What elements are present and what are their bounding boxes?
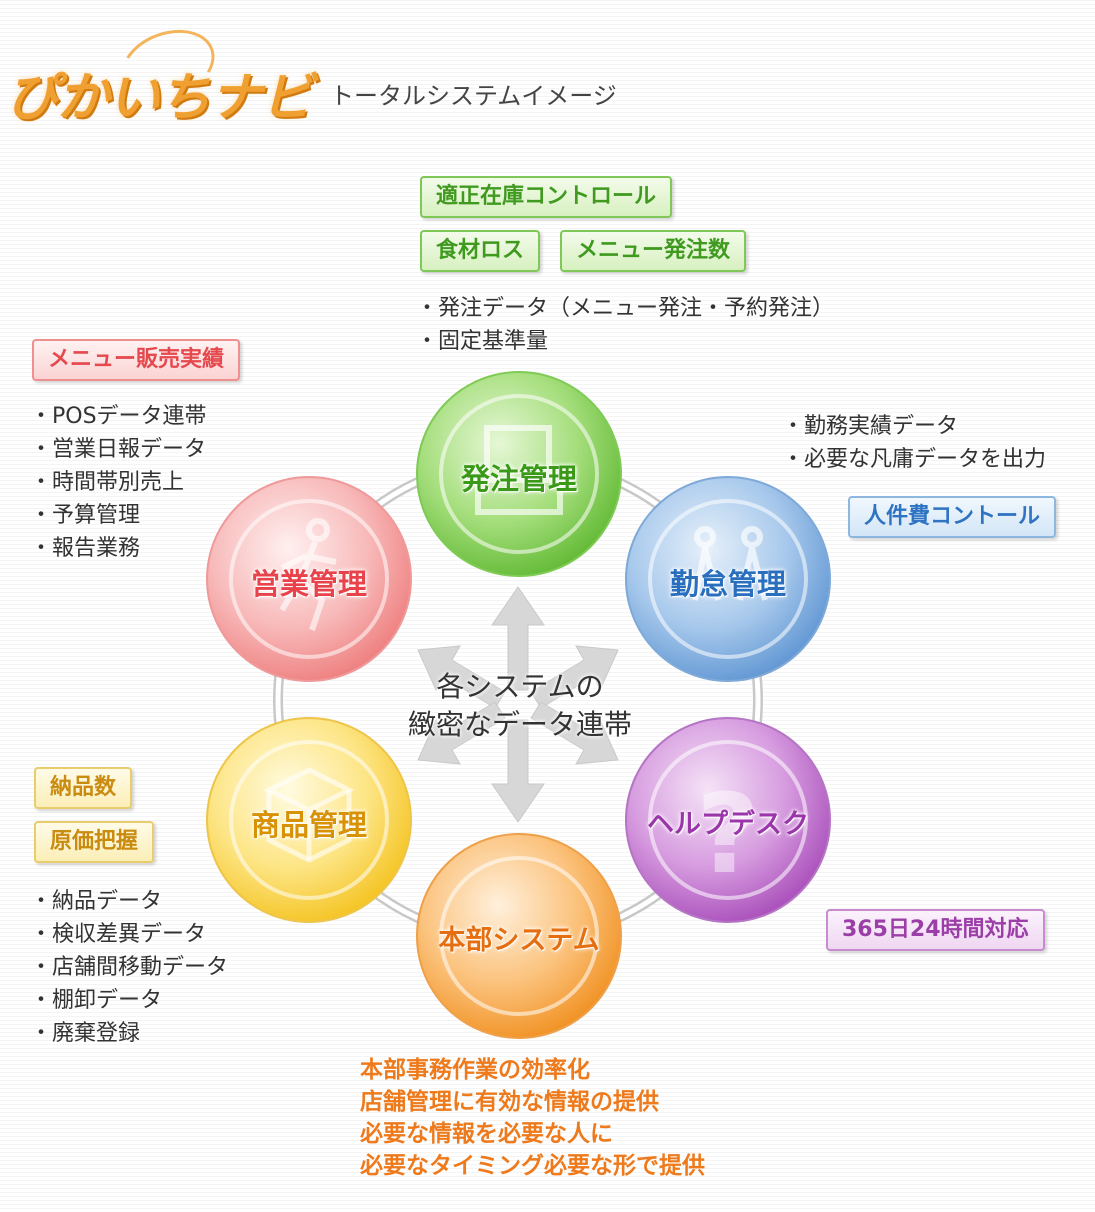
page-title: トータルシステムイメージ — [330, 82, 617, 110]
people-icon — [692, 526, 768, 601]
tag-delivery-count: 納品数 — [34, 767, 133, 809]
node-label-sales: 営業管理 — [250, 567, 367, 601]
list-item: ・時間帯別売上 — [30, 470, 185, 495]
tag-menu-order-count: メニュー発注数 — [560, 230, 747, 272]
product-bullet-list: ・納品データ ・検収差異データ ・店舗間移動データ ・棚卸データ ・廃棄登録 — [30, 885, 228, 1050]
hub-caption-line: 各システムの — [436, 670, 604, 703]
order-bullet-list: ・発注データ（メニュー発注・予約発注） ・固定基準量 — [416, 292, 834, 358]
list-item: ・棚卸データ — [30, 988, 163, 1013]
attendance-bullet-list: ・勤務実績データ ・必要な凡庸データを出力 — [782, 410, 1046, 476]
node-sales — [206, 476, 412, 682]
node-helpdesk: ? — [625, 717, 831, 923]
list-item: ・検収差異データ — [30, 922, 207, 947]
list-item: ・納品データ — [30, 889, 163, 914]
list-item: ・POSデータ連帯 — [30, 404, 207, 429]
node-label-product: 商品管理 — [250, 808, 367, 842]
list-item: 必要な情報を必要な人に — [360, 1121, 613, 1147]
node-attendance — [625, 476, 831, 682]
list-item: ・報告業務 — [30, 536, 141, 561]
tag-menu-sales: メニュー販売実績 — [32, 339, 241, 381]
node-order — [416, 371, 622, 577]
list-item: ・予算管理 — [30, 503, 141, 528]
logo: ぴかいちナビ — [6, 68, 313, 128]
tag-food-loss: 食材ロス — [420, 230, 541, 272]
runner-icon — [279, 518, 337, 631]
node-label-hq: 本部システム — [438, 925, 600, 956]
node-label-attendance: 勤怠管理 — [669, 567, 786, 601]
node-label-order: 発注管理 — [460, 462, 577, 496]
list-item: 必要なタイミング必要な形で提供 — [360, 1153, 705, 1179]
hub-caption-line: 緻密なデータ連帯 — [407, 708, 632, 741]
hq-notes: 本部事務作業の効率化 店舗管理に有効な情報の提供 必要な情報を必要な人に 必要な… — [360, 1054, 705, 1182]
hub-caption: 各システムの 緻密なデータ連帯 — [380, 668, 660, 744]
node-product — [206, 717, 412, 923]
tag-inventory-control: 適正在庫コントロール — [420, 176, 673, 218]
list-item: ・廃棄登録 — [30, 1021, 141, 1046]
hub-arrows — [417, 586, 619, 823]
tag-support-hours: 365日24時間対応 — [826, 909, 1045, 951]
tag-labor-cost: 人件費コントール — [848, 496, 1057, 538]
laptop-icon — [475, 425, 563, 515]
boxes-icon — [263, 767, 355, 863]
sales-bullet-list: ・POSデータ連帯 ・営業日報データ ・時間帯別売上 ・予算管理 ・報告業務 — [30, 400, 207, 565]
list-item: ・発注データ（メニュー発注・予約発注） — [416, 296, 835, 321]
list-item: 本部事務作業の効率化 — [360, 1057, 590, 1083]
list-item: 店舗管理に有効な情報の提供 — [360, 1089, 659, 1115]
list-item: ・必要な凡庸データを出力 — [782, 447, 1047, 472]
question-icon: ? — [696, 770, 760, 898]
list-item: ・店舗間移動データ — [30, 955, 229, 980]
list-item: ・勤務実績データ — [782, 414, 959, 439]
list-item: ・固定基準量 — [416, 329, 549, 354]
list-item: ・営業日報データ — [30, 437, 207, 462]
tag-cost-grasp: 原価把握 — [34, 821, 155, 863]
node-label-helpdesk: ヘルプデスク — [647, 809, 809, 840]
node-hq — [416, 833, 622, 1039]
